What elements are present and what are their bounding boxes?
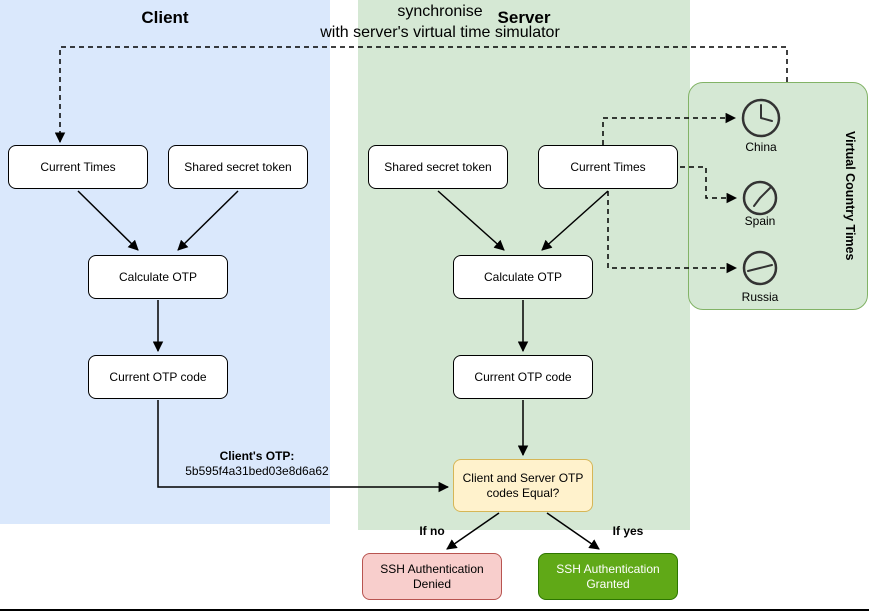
otp-equal-decision-node: Client and Server OTP codes Equal? xyxy=(453,459,593,512)
bottom-border-line xyxy=(0,609,869,611)
client-otp-caption: Client's OTP: xyxy=(219,449,295,463)
client-otp-edge-label: Client's OTP: 5b595f4a31bed03e8d6a62 xyxy=(178,449,336,479)
client-otp-value: 5b595f4a31bed03e8d6a62 xyxy=(185,464,329,478)
sync-caption: synchronise with server's virtual time s… xyxy=(280,2,600,44)
branch-if-no-label: If no xyxy=(419,524,445,538)
client-panel-title: Client xyxy=(141,8,189,27)
client-calculate-otp-node: Calculate OTP xyxy=(88,255,228,299)
virtual-country-times-panel xyxy=(688,82,868,310)
sync-caption-line1: synchronise xyxy=(397,3,483,20)
ssh-denied-node: SSH Authentication Denied xyxy=(362,553,502,600)
server-panel-title: Server xyxy=(497,8,551,27)
ssh-granted-node: SSH Authentication Granted xyxy=(538,553,678,600)
client-shared-secret-node: Shared secret token xyxy=(168,145,308,189)
client-current-times-node: Current Times xyxy=(8,145,148,189)
china-clock-caption: China xyxy=(745,140,777,154)
server-current-times-node: Current Times xyxy=(538,145,678,189)
virtual-country-times-label: Virtual Country Times xyxy=(843,131,857,261)
russia-clock-caption: Russia xyxy=(741,290,779,304)
client-current-otp-code-node: Current OTP code xyxy=(88,355,228,399)
branch-if-yes-label: If yes xyxy=(612,524,644,538)
server-current-otp-code-node: Current OTP code xyxy=(453,355,593,399)
spain-clock-caption: Spain xyxy=(744,214,776,228)
server-shared-secret-node: Shared secret token xyxy=(368,145,508,189)
server-calculate-otp-node: Calculate OTP xyxy=(453,255,593,299)
sync-caption-line2: with server's virtual time simulator xyxy=(320,23,560,41)
